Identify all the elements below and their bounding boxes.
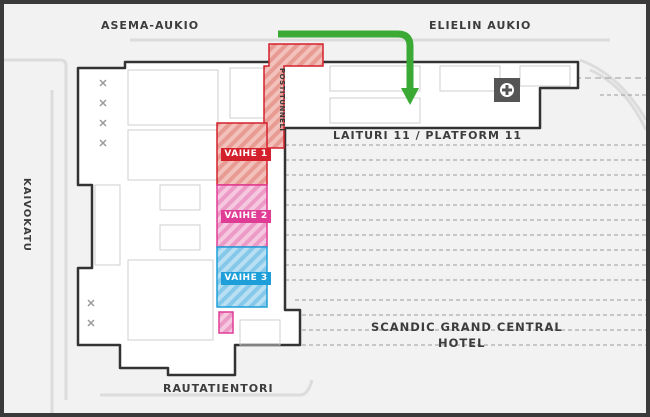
- postitunneli-label: POSTITUNNELI: [278, 68, 286, 132]
- postitunneli-corridor: [263, 43, 324, 149]
- hotel-name-line1: SCANDIC GRAND CENTRAL: [371, 320, 563, 334]
- hotel-name-line2: HOTEL: [438, 336, 486, 350]
- street-kaivokatu: KAIVOKATU: [21, 178, 32, 252]
- platform-label: LAITURI 11 / PLATFORM 11: [333, 129, 523, 142]
- street-rautatientori: RAUTATIENTORI: [163, 382, 274, 395]
- station-building: [76, 60, 580, 377]
- street-edges: [4, 38, 646, 413]
- phase-1-label: VAIHE 1: [221, 148, 271, 161]
- route-arrow: [278, 30, 419, 105]
- first-aid-icon: [494, 78, 520, 102]
- station-map: ASEMA-AUKIO ELIELIN AUKIO LAITURI 11 / P…: [4, 4, 646, 413]
- phase-2-label: VAIHE 2: [221, 210, 271, 223]
- street-asema-aukio: ASEMA-AUKIO: [101, 19, 200, 32]
- phase-2-small-zone: [218, 311, 234, 334]
- street-elielin-aukio: ELIELIN AUKIO: [429, 19, 532, 32]
- map-canvas: [4, 30, 646, 413]
- phase-3-label: VAIHE 3: [221, 272, 271, 285]
